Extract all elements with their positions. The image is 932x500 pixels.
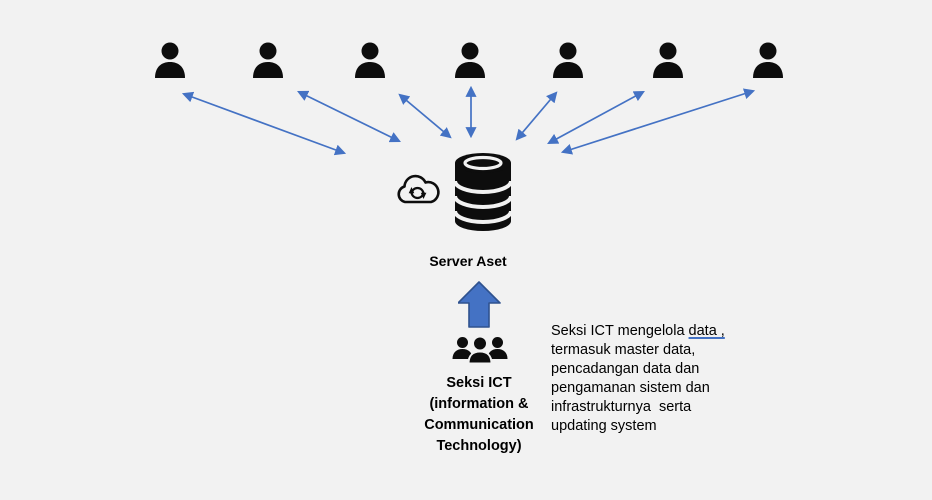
user-icon xyxy=(253,42,283,78)
note-line: Seksi ICT mengelola data , xyxy=(551,322,751,341)
note-line: updating system xyxy=(551,418,657,434)
database-icon xyxy=(453,151,513,233)
team-label-line: (information & xyxy=(429,396,529,412)
arrow-line xyxy=(515,91,558,141)
team-label-line: Communication xyxy=(424,417,534,433)
user-icon xyxy=(653,42,683,78)
team-icon xyxy=(452,335,508,365)
note-line: infrastrukturnya serta xyxy=(551,399,692,415)
arrow-line xyxy=(560,88,756,155)
user-icon xyxy=(355,42,385,78)
server-label: Server Aset xyxy=(429,253,507,269)
note-line: pengamanan sistem dan xyxy=(551,380,710,396)
user-icon xyxy=(455,42,485,78)
up-arrow-icon xyxy=(458,281,501,328)
note-line: pencadangan data dan xyxy=(551,361,700,377)
cloud-sync-icon xyxy=(397,174,440,204)
note-text: Seksi ICT mengelola data , termasuk mast… xyxy=(551,322,751,436)
user-icon xyxy=(553,42,583,78)
note-line-text: Seksi ICT mengelola xyxy=(551,323,689,339)
arrow-line xyxy=(547,90,645,145)
note-line: termasuk master data, xyxy=(551,342,696,358)
arrow-line xyxy=(297,90,401,143)
arrow-line xyxy=(181,91,347,156)
tracked-change-text: data , xyxy=(688,323,725,339)
team-label-line: Technology) xyxy=(436,438,522,454)
user-icon xyxy=(155,42,185,78)
team-label: Seksi ICT (information & Communication T… xyxy=(399,373,559,457)
team-label-line: Seksi ICT xyxy=(446,375,512,391)
user-icon xyxy=(753,42,783,78)
arrow-line xyxy=(398,93,452,139)
